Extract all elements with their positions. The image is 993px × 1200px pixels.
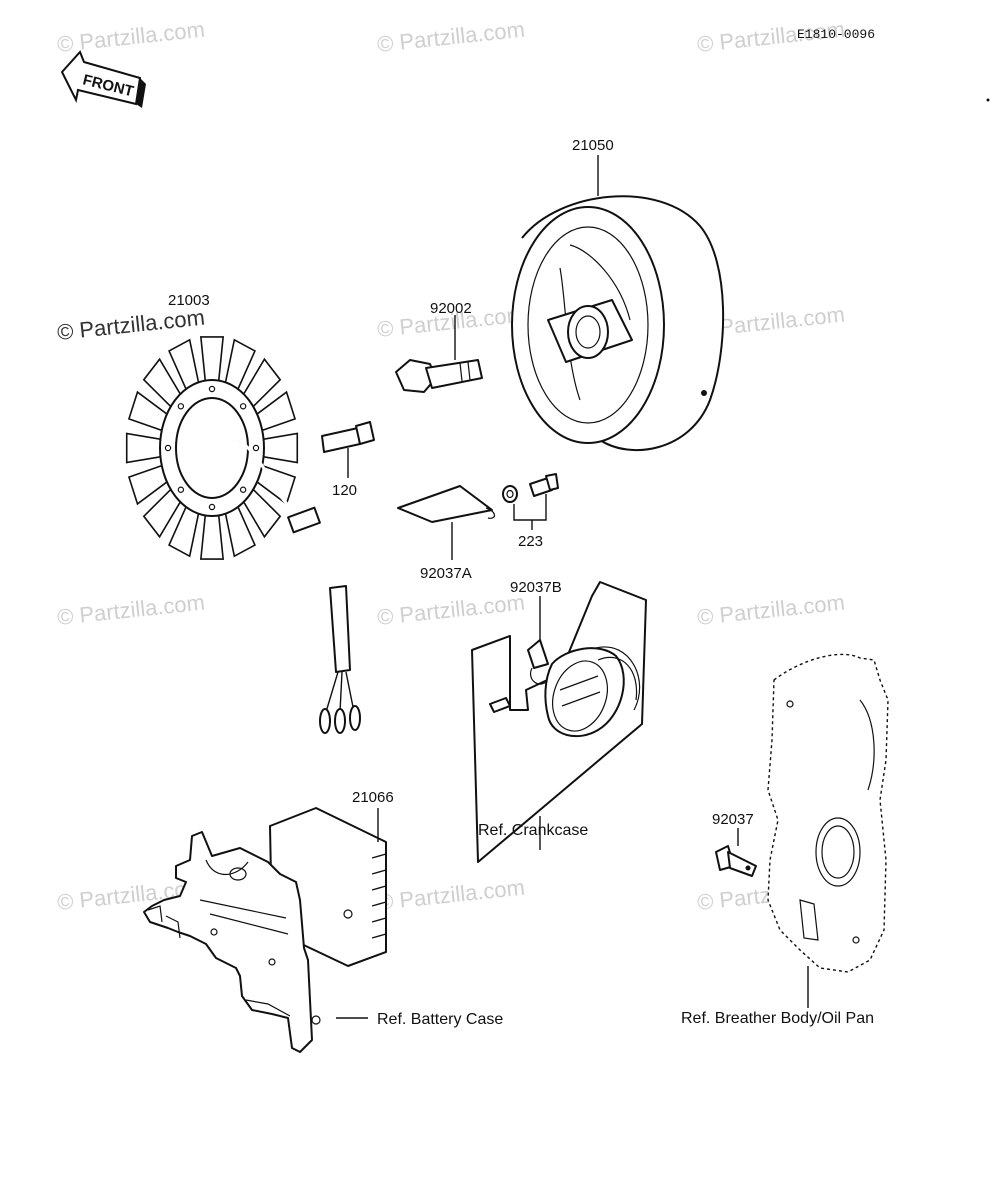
part-label-92002: 92002 [430,300,472,317]
regulator-fin [371,917,387,923]
washer-bolt-223 [502,473,559,503]
part-label-21066: 21066 [352,789,394,806]
watermark: © Partzilla.com [376,17,526,57]
front-arrow-icon: FRONT [60,50,146,108]
watermark: © Partzilla.com [56,590,206,630]
stator-hole [177,486,185,493]
watermark: © Partzilla.com [696,590,846,630]
ref-battery-case: Ref. Battery Case [377,1011,503,1028]
stator-tooth [125,432,162,464]
watermark-dark: © Partzilla.com [56,305,206,345]
ref-crankcase: Ref. Crankcase [478,822,588,839]
stator-tooth [262,432,299,464]
clamp-92037a [397,485,496,523]
stator-hole [208,385,216,393]
battery-case [143,831,353,1053]
crankcase-ref-box [471,581,647,863]
bolt-92002 [395,359,483,393]
regulator-fin [371,933,387,939]
diagram-code: E1810-0096 [797,27,875,42]
stator-hole [164,444,172,452]
part-label-21003: 21003 [168,292,210,309]
part-label-120: 120 [332,482,357,499]
stator-hole [239,403,247,410]
part-label-92037a: 92037A [420,565,472,582]
breather-body [767,653,889,973]
stator-tooth [199,514,225,560]
regulator-fin [371,869,387,875]
stator-tooth [199,336,225,382]
part-label-21050: 21050 [572,137,614,154]
part-label-223: 223 [518,533,543,550]
clamp-92037 [715,845,757,877]
stator-hole [239,486,247,493]
regulator-fin [371,901,387,907]
bolt-120 [321,421,375,453]
watermark: © Partzilla.com [56,17,206,57]
stator-hole [208,503,216,511]
rotor-21050 [511,195,725,452]
ref-breather-body: Ref. Breather Body/Oil Pan [681,1010,874,1027]
watermark: © Partzilla.com [376,590,526,630]
watermark: © Partzilla.com [376,875,526,915]
stator-hole [177,403,185,410]
stator-21003 [125,336,361,734]
regulator-fin [371,853,387,859]
part-label-92037b: 92037B [510,579,562,596]
part-label-92037: 92037 [712,811,754,828]
stator-hole [252,444,260,452]
regulator-fin [371,885,387,891]
